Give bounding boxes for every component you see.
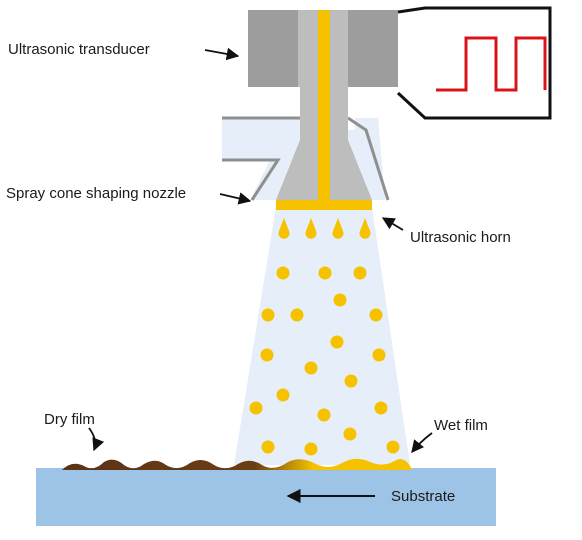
substrate	[36, 468, 496, 526]
spray-droplet	[304, 361, 318, 375]
label-substrate: Substrate	[391, 488, 455, 505]
coating-film	[62, 458, 412, 470]
spray-droplet	[330, 335, 344, 349]
teardrop-droplet	[305, 218, 317, 239]
label-ultrasonic-horn: Ultrasonic horn	[410, 229, 511, 246]
spray-droplet	[249, 401, 263, 415]
atomizing-surface	[276, 200, 372, 210]
spray-droplet	[304, 442, 318, 456]
label-ultrasonic-transducer: Ultrasonic transducer	[8, 41, 150, 58]
signal-connection	[396, 6, 552, 120]
spray-droplet	[333, 293, 347, 307]
spray-droplets	[249, 266, 400, 456]
spray-droplet	[386, 440, 400, 454]
label-dry-film: Dry film	[44, 411, 95, 428]
spray-droplet	[317, 408, 331, 422]
spray-droplet	[353, 266, 367, 280]
spray-droplet	[261, 308, 275, 322]
label-wet-film: Wet film	[434, 417, 488, 434]
spray-droplet	[343, 427, 357, 441]
spray-droplet	[276, 388, 290, 402]
spray-cone	[234, 207, 410, 465]
pointer-arrows	[88, 47, 433, 453]
teardrop-droplet	[278, 218, 290, 239]
spray-droplet	[372, 348, 386, 362]
spray-droplet	[369, 308, 383, 322]
square-wave-icon	[436, 36, 547, 92]
arrow-icon	[411, 432, 433, 453]
spray-droplet	[290, 308, 304, 322]
teardrop-droplet	[332, 218, 344, 239]
arrow-icon	[88, 427, 105, 452]
liquid-feed-channel	[318, 10, 330, 202]
arrow-icon	[219, 192, 252, 205]
teardrop-droplet	[359, 218, 371, 239]
arrow-icon	[381, 217, 404, 231]
spray-droplet	[374, 401, 388, 415]
spray-droplet	[318, 266, 332, 280]
spray-droplet	[344, 374, 358, 388]
label-spray-cone-shaping-nozzle: Spray cone shaping nozzle	[6, 185, 186, 202]
arrow-icon	[204, 47, 240, 61]
teardrop-droplets	[278, 218, 371, 239]
spray-droplet	[260, 348, 274, 362]
spray-droplet	[261, 440, 275, 454]
spray-droplet	[276, 266, 290, 280]
